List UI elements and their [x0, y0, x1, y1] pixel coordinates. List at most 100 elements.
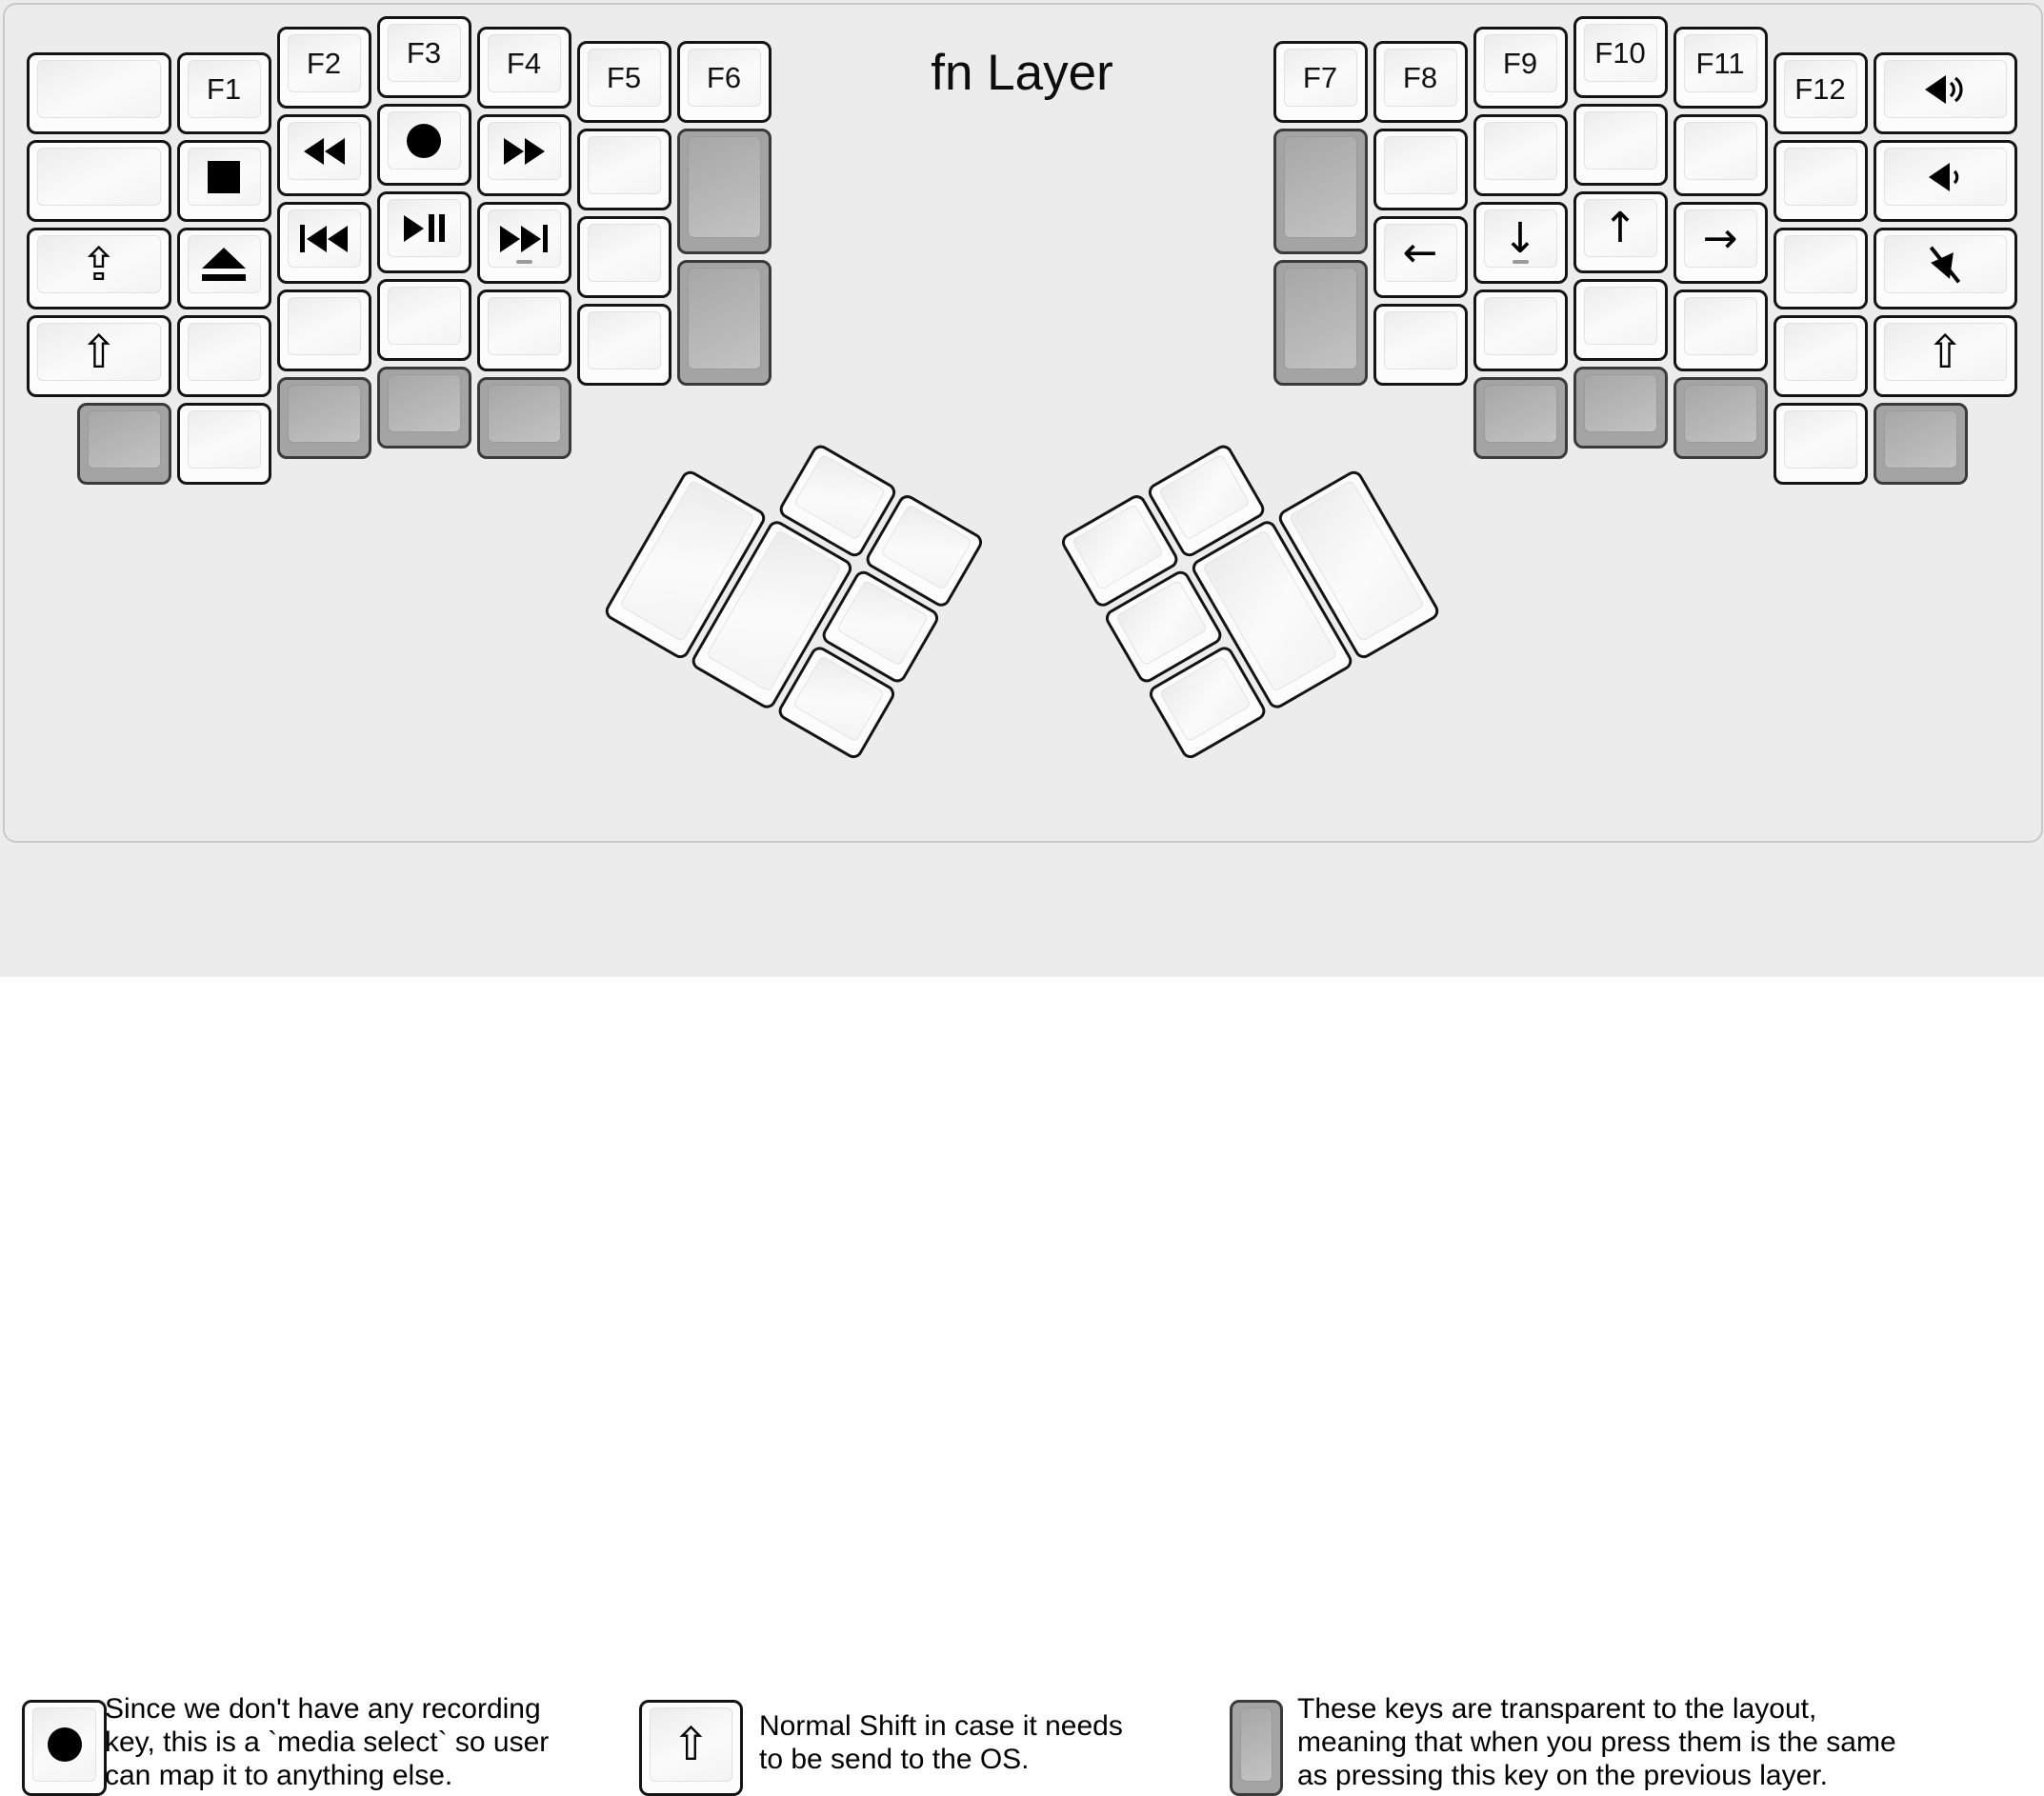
key-blank[interactable]	[27, 52, 171, 134]
volume-mute-icon	[1930, 246, 1961, 283]
play-pause-icon	[403, 214, 445, 242]
keycap-surface: F7	[1283, 49, 1357, 107]
key-transparent[interactable]	[676, 260, 772, 386]
legend-key-shift: ⇧	[639, 1700, 743, 1796]
legend-key-record	[22, 1700, 107, 1796]
key-transparent[interactable]	[1573, 367, 1668, 449]
keycap-surface	[387, 374, 461, 432]
key-f1[interactable]: F1	[176, 52, 271, 134]
key-blank[interactable]	[576, 216, 671, 298]
key-stop[interactable]	[176, 140, 271, 222]
key-blank[interactable]	[1573, 104, 1668, 186]
keyboard-panel	[3, 3, 2043, 843]
key-eject[interactable]	[176, 228, 271, 309]
key-blank[interactable]	[1673, 289, 1768, 371]
key-blank[interactable]	[476, 289, 571, 371]
key-f3[interactable]: F3	[376, 16, 471, 98]
key-arrow-down[interactable]: ↓	[1473, 202, 1568, 284]
keycap-surface: ⇧	[1883, 323, 2007, 381]
key-f4[interactable]: F4	[476, 27, 571, 109]
key-blank[interactable]	[1773, 140, 1868, 222]
prev-track-icon	[300, 225, 348, 252]
key-transparent[interactable]	[476, 377, 571, 459]
key-transparent[interactable]	[276, 377, 371, 459]
key-record[interactable]	[376, 104, 471, 186]
legend-text-line: Normal Shift in case it needs	[759, 1710, 1123, 1742]
key-f7[interactable]: F7	[1272, 41, 1368, 123]
keycap-surface	[587, 224, 661, 282]
key-f6[interactable]: F6	[676, 41, 772, 123]
key-label: F10	[1594, 35, 1646, 70]
key-transparent[interactable]	[676, 129, 772, 254]
key-blank[interactable]	[176, 315, 271, 397]
key-f10[interactable]: F10	[1573, 16, 1668, 98]
keycap-surface: F11	[1683, 34, 1757, 92]
key-transparent[interactable]	[1272, 260, 1368, 386]
key-blank[interactable]	[1473, 114, 1568, 196]
key-blank[interactable]	[1773, 228, 1868, 309]
key-arrow-up[interactable]: ↑	[1573, 191, 1668, 273]
keycap-surface	[1883, 60, 2007, 118]
keycap-surface: ←	[1383, 224, 1457, 282]
key-blank[interactable]	[276, 289, 371, 371]
keycap-surface: ↑	[1583, 199, 1657, 257]
legend-text-line: These keys are transparent to the layout…	[1297, 1693, 1817, 1725]
key-f11[interactable]: F11	[1673, 27, 1768, 109]
key-rewind[interactable]	[276, 114, 371, 196]
keycap-surface	[1240, 1707, 1272, 1782]
fast-forward-icon	[503, 137, 545, 165]
key-f2[interactable]: F2	[276, 27, 371, 109]
key-transparent[interactable]	[1673, 377, 1768, 459]
keycap-surface	[487, 385, 561, 443]
key-blank[interactable]	[1673, 114, 1768, 196]
key-blank[interactable]	[176, 403, 271, 485]
key-volume-down[interactable]	[1873, 140, 2017, 222]
eject-icon	[202, 248, 246, 281]
key-blank[interactable]	[376, 279, 471, 361]
key-shift[interactable]: ⇧	[1873, 315, 2017, 397]
key-f5[interactable]: F5	[576, 41, 671, 123]
key-blank[interactable]	[27, 140, 171, 222]
key-transparent[interactable]	[1873, 403, 1968, 485]
next-track-icon	[500, 225, 548, 252]
rewind-icon	[303, 137, 345, 165]
key-blank[interactable]	[1773, 315, 1868, 397]
key-blank[interactable]	[576, 129, 671, 210]
key-volume-mute[interactable]	[1873, 228, 2017, 309]
key-next-track[interactable]	[476, 202, 571, 284]
key-prev-track[interactable]	[276, 202, 371, 284]
key-transparent[interactable]	[76, 403, 171, 485]
keycap-surface	[1283, 136, 1357, 238]
key-blank[interactable]	[1573, 279, 1668, 361]
key-caps-lock[interactable]: ⇪	[27, 228, 171, 309]
key-transparent[interactable]	[1473, 377, 1568, 459]
keycap-surface	[1883, 235, 2007, 293]
keycap-surface	[1583, 374, 1657, 432]
key-blank[interactable]	[1773, 403, 1868, 485]
key-f12[interactable]: F12	[1773, 52, 1868, 134]
key-arrow-right[interactable]: →	[1673, 202, 1768, 284]
keycap-surface	[1483, 385, 1557, 443]
key-blank[interactable]	[1373, 129, 1468, 210]
key-play-pause[interactable]	[376, 191, 471, 273]
keycap-surface	[687, 136, 761, 238]
key-f8[interactable]: F8	[1373, 41, 1468, 123]
key-label: F8	[1402, 60, 1438, 94]
key-blank[interactable]	[576, 304, 671, 386]
key-blank[interactable]	[1473, 289, 1568, 371]
key-blank[interactable]	[1373, 304, 1468, 386]
key-fast-forward[interactable]	[476, 114, 571, 196]
keycap-surface	[287, 122, 361, 180]
key-shift[interactable]: ⇧	[27, 315, 171, 397]
legend-text-line: can map it to anything else.	[105, 1760, 453, 1791]
keycap-surface	[37, 148, 161, 206]
key-volume-up[interactable]	[1873, 52, 2017, 134]
key-arrow-left[interactable]: ←	[1373, 216, 1468, 298]
key-transparent[interactable]	[1272, 129, 1368, 254]
keycap-surface	[287, 210, 361, 268]
key-transparent[interactable]	[376, 367, 471, 449]
shift-icon: ⇧	[671, 1718, 711, 1771]
key-f9[interactable]: F9	[1473, 27, 1568, 109]
